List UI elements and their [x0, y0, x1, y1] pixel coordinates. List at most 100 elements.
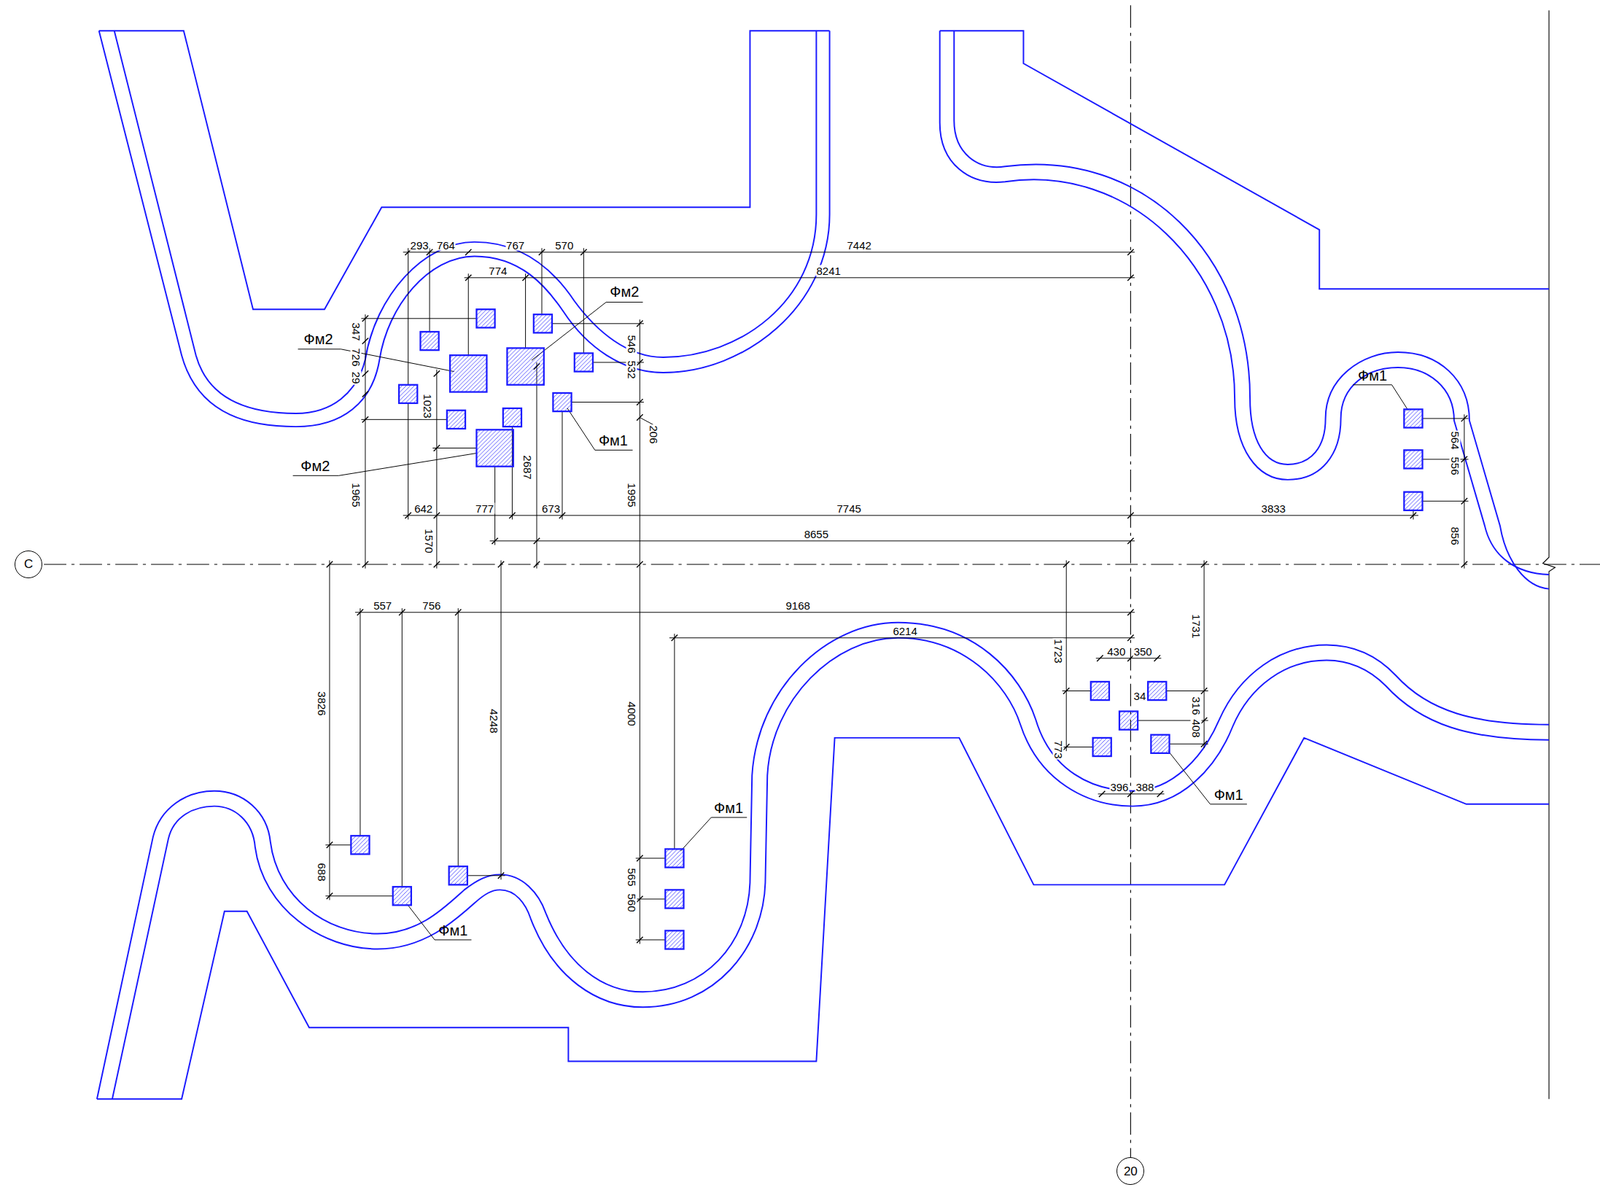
foundation-fm1	[503, 408, 522, 427]
dimension-text: 1995	[626, 482, 638, 508]
dimension-text: 388	[1134, 781, 1155, 792]
extension-line	[325, 247, 1469, 941]
dimension-line	[329, 252, 1465, 945]
callout-label: Фм1	[437, 923, 469, 938]
pool-wall	[99, 30, 830, 427]
callout-label: Фм1	[597, 433, 629, 448]
dimension-text: 347	[350, 321, 362, 342]
dimension-text: 7745	[835, 502, 862, 514]
dimension-text: 767	[505, 239, 526, 251]
foundation-fm1	[393, 886, 412, 906]
dimension-text: 430	[1106, 645, 1126, 657]
foundation-fm1	[1150, 735, 1170, 754]
foundation-fm2	[449, 355, 487, 392]
dimension-text: 1965	[350, 482, 362, 508]
foundation-fm1	[1093, 738, 1112, 757]
dimension-text: 1570	[422, 527, 434, 554]
foundation-fm1	[574, 352, 593, 372]
grid-axis	[43, 5, 1600, 1158]
foundation-fm1	[447, 410, 466, 429]
foundation-fm1	[398, 385, 418, 404]
dimension-text: 3833	[1260, 502, 1287, 514]
dimension-text: 756	[421, 599, 442, 611]
dimension-text: 293	[409, 239, 430, 251]
pool-wall	[96, 622, 1549, 1099]
dimension-text: 8655	[803, 527, 830, 539]
dimension-text: 206	[647, 425, 659, 445]
dimension-text: 532	[626, 359, 638, 380]
dimension-text: 34	[1133, 690, 1148, 702]
dimension-text: 557	[372, 599, 393, 611]
dimension-text: 4248	[488, 708, 500, 735]
foundation-fm1	[1119, 711, 1138, 730]
foundation-fm2	[476, 429, 513, 466]
foundation-fm1	[552, 393, 572, 412]
pool-wall	[114, 30, 817, 414]
dimension-text: 856	[1449, 525, 1461, 546]
grid-label: C	[24, 557, 33, 571]
dimension-text: 396	[1109, 781, 1129, 792]
callout-label: Фм2	[303, 331, 335, 347]
grid-bubble: C	[14, 550, 43, 579]
foundation-fm1	[533, 314, 553, 333]
dimension-text: 9168	[785, 599, 811, 611]
callout-label: Фм1	[713, 800, 744, 816]
dimension-text: 773	[1053, 740, 1064, 760]
dimension-text: 642	[413, 502, 434, 514]
dimension-text: 764	[436, 239, 456, 251]
dimension-tick	[326, 249, 1468, 943]
foundation-fm1	[1147, 681, 1167, 701]
dimension-text: 1023	[422, 393, 434, 419]
dimension-text: 556	[1449, 456, 1461, 477]
callout-label: Фм2	[299, 458, 331, 474]
dimension-text: 777	[474, 502, 495, 514]
paving-edge	[99, 30, 830, 310]
dimension-text: 3826	[315, 691, 327, 717]
grid-bubble: 20	[1116, 1157, 1145, 1186]
foundation-fm1	[1403, 492, 1423, 511]
pool-wall	[940, 30, 1549, 575]
dimension-text: 1723	[1053, 638, 1064, 664]
foundation-fm1	[420, 331, 439, 351]
dimension-text: 546	[626, 334, 638, 354]
dimension-text: 29	[350, 370, 362, 385]
foundation-fm1	[1090, 681, 1110, 701]
dimension-text: 4000	[626, 701, 638, 728]
dimension-text: 408	[1190, 719, 1202, 739]
pool-wall	[953, 30, 1549, 589]
dimension-text: 316	[1190, 696, 1202, 717]
foundation-fm2	[506, 347, 544, 385]
pool-wall	[112, 638, 1549, 1099]
dimension-text: 570	[554, 239, 574, 251]
foundation-fm1	[665, 848, 684, 868]
dimension-text: 564	[1449, 430, 1461, 451]
grid-label: 20	[1123, 1165, 1138, 1178]
dimension-text: 726	[350, 347, 362, 367]
foundation-fm1	[1403, 409, 1423, 428]
foundation-fm1	[350, 835, 370, 854]
dimension-text: 774	[487, 264, 508, 276]
foundation-fm1	[1403, 449, 1423, 469]
foundation-fm1	[665, 930, 684, 949]
border-line	[1543, 10, 1556, 1099]
leader-line	[293, 301, 1409, 941]
callout-label: Фм2	[608, 284, 640, 299]
dimension-text: 8241	[815, 264, 841, 276]
dimension-text: 1731	[1190, 613, 1202, 639]
callout-label: Фм1	[1213, 787, 1245, 803]
dimension-text: 6214	[891, 624, 918, 636]
dimension-text: 7442	[845, 239, 872, 251]
foundation-fm1	[476, 309, 495, 328]
dimension-text: 688	[315, 862, 327, 883]
foundation-fm1	[665, 889, 684, 908]
dimension-text: 2687	[522, 454, 534, 480]
paving-edge	[96, 738, 1549, 1099]
dimension-text: 565	[626, 867, 638, 888]
paving-edge	[940, 30, 1549, 289]
dimension-text: 673	[541, 502, 561, 514]
foundation-fm1	[449, 866, 468, 885]
dimension-text: 560	[626, 893, 638, 914]
callout-label: Фм1	[1357, 368, 1388, 383]
dimension-text: 350	[1133, 645, 1153, 657]
